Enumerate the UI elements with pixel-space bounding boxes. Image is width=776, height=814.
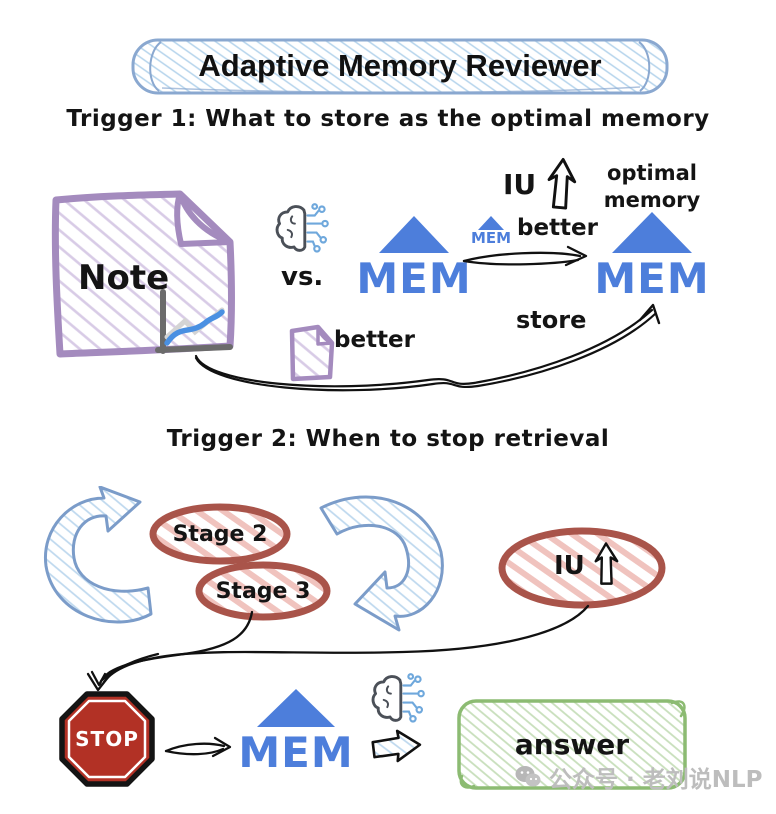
answer-label: answer: [514, 727, 630, 761]
small-note-icon: [289, 324, 335, 382]
chart-line: [164, 309, 225, 346]
stage3-ellipse: [195, 561, 331, 621]
loop-arrow-right-icon: [319, 495, 444, 632]
optimal-memory-label: optimal memory: [603, 161, 701, 213]
mem-logo-optimal: MEM: [594, 212, 710, 303]
stage3-label: Stage 3: [215, 578, 311, 604]
mem-wordmark: MEM: [238, 728, 354, 777]
store-label: store: [516, 306, 587, 334]
watermark-text: 公众号 · 老刘说NLP: [549, 767, 763, 793]
better-note-label: better: [334, 327, 415, 353]
mem-triangle-icon: [257, 689, 335, 727]
page-title: Adaptive Memory Reviewer: [198, 48, 602, 83]
stop-sign: [59, 691, 155, 787]
mem-triangle-icon: [478, 216, 504, 230]
vs-label: vs.: [281, 262, 324, 292]
iu-increase-label: IU: [503, 168, 537, 201]
block-right-arrow-icon: [371, 729, 422, 763]
better-mem-label: better: [517, 215, 598, 241]
wechat-icon: [515, 766, 541, 787]
note-label: Note: [78, 258, 170, 298]
compare-arrow: [462, 245, 588, 267]
mem-wordmark: MEM: [470, 229, 512, 247]
up-arrow-icon: [592, 540, 620, 588]
note-card: [51, 190, 235, 358]
loop-arrow-left-icon: [43, 486, 153, 624]
up-arrow-icon: [542, 155, 581, 214]
trigger1-heading: Trigger 1: What to store as the optimal …: [66, 106, 710, 132]
mem-wordmark: MEM: [594, 254, 710, 303]
mem-triangle-icon: [612, 212, 692, 253]
trigger2-heading: Trigger 2: When to stop retrieval: [166, 426, 610, 452]
stage2-ellipse: [149, 503, 291, 565]
stop-label: STOP: [75, 727, 139, 751]
note-chart: [155, 289, 233, 354]
mem-logo-candidate: MEM: [356, 216, 472, 300]
mem-wordmark: MEM: [356, 254, 472, 303]
answer-box: [457, 699, 687, 790]
mem-triangle-icon: [379, 216, 449, 253]
mem-logo-final: MEM: [238, 689, 354, 777]
iu-ellipse-label: IU: [554, 551, 585, 581]
folded-corner-icon: [174, 191, 233, 247]
store-arrow: [194, 303, 661, 392]
brain-circuit-icon: [274, 202, 332, 256]
iu-ellipse: [498, 527, 666, 609]
stop-to-mem-arrow: [164, 736, 232, 758]
mem-logo-small: MEM: [468, 216, 514, 246]
stage2-label: Stage 2: [172, 521, 268, 547]
brain-circuit-icon: [370, 672, 428, 726]
title-banner: [131, 38, 669, 95]
converge-arrow: [86, 604, 590, 692]
